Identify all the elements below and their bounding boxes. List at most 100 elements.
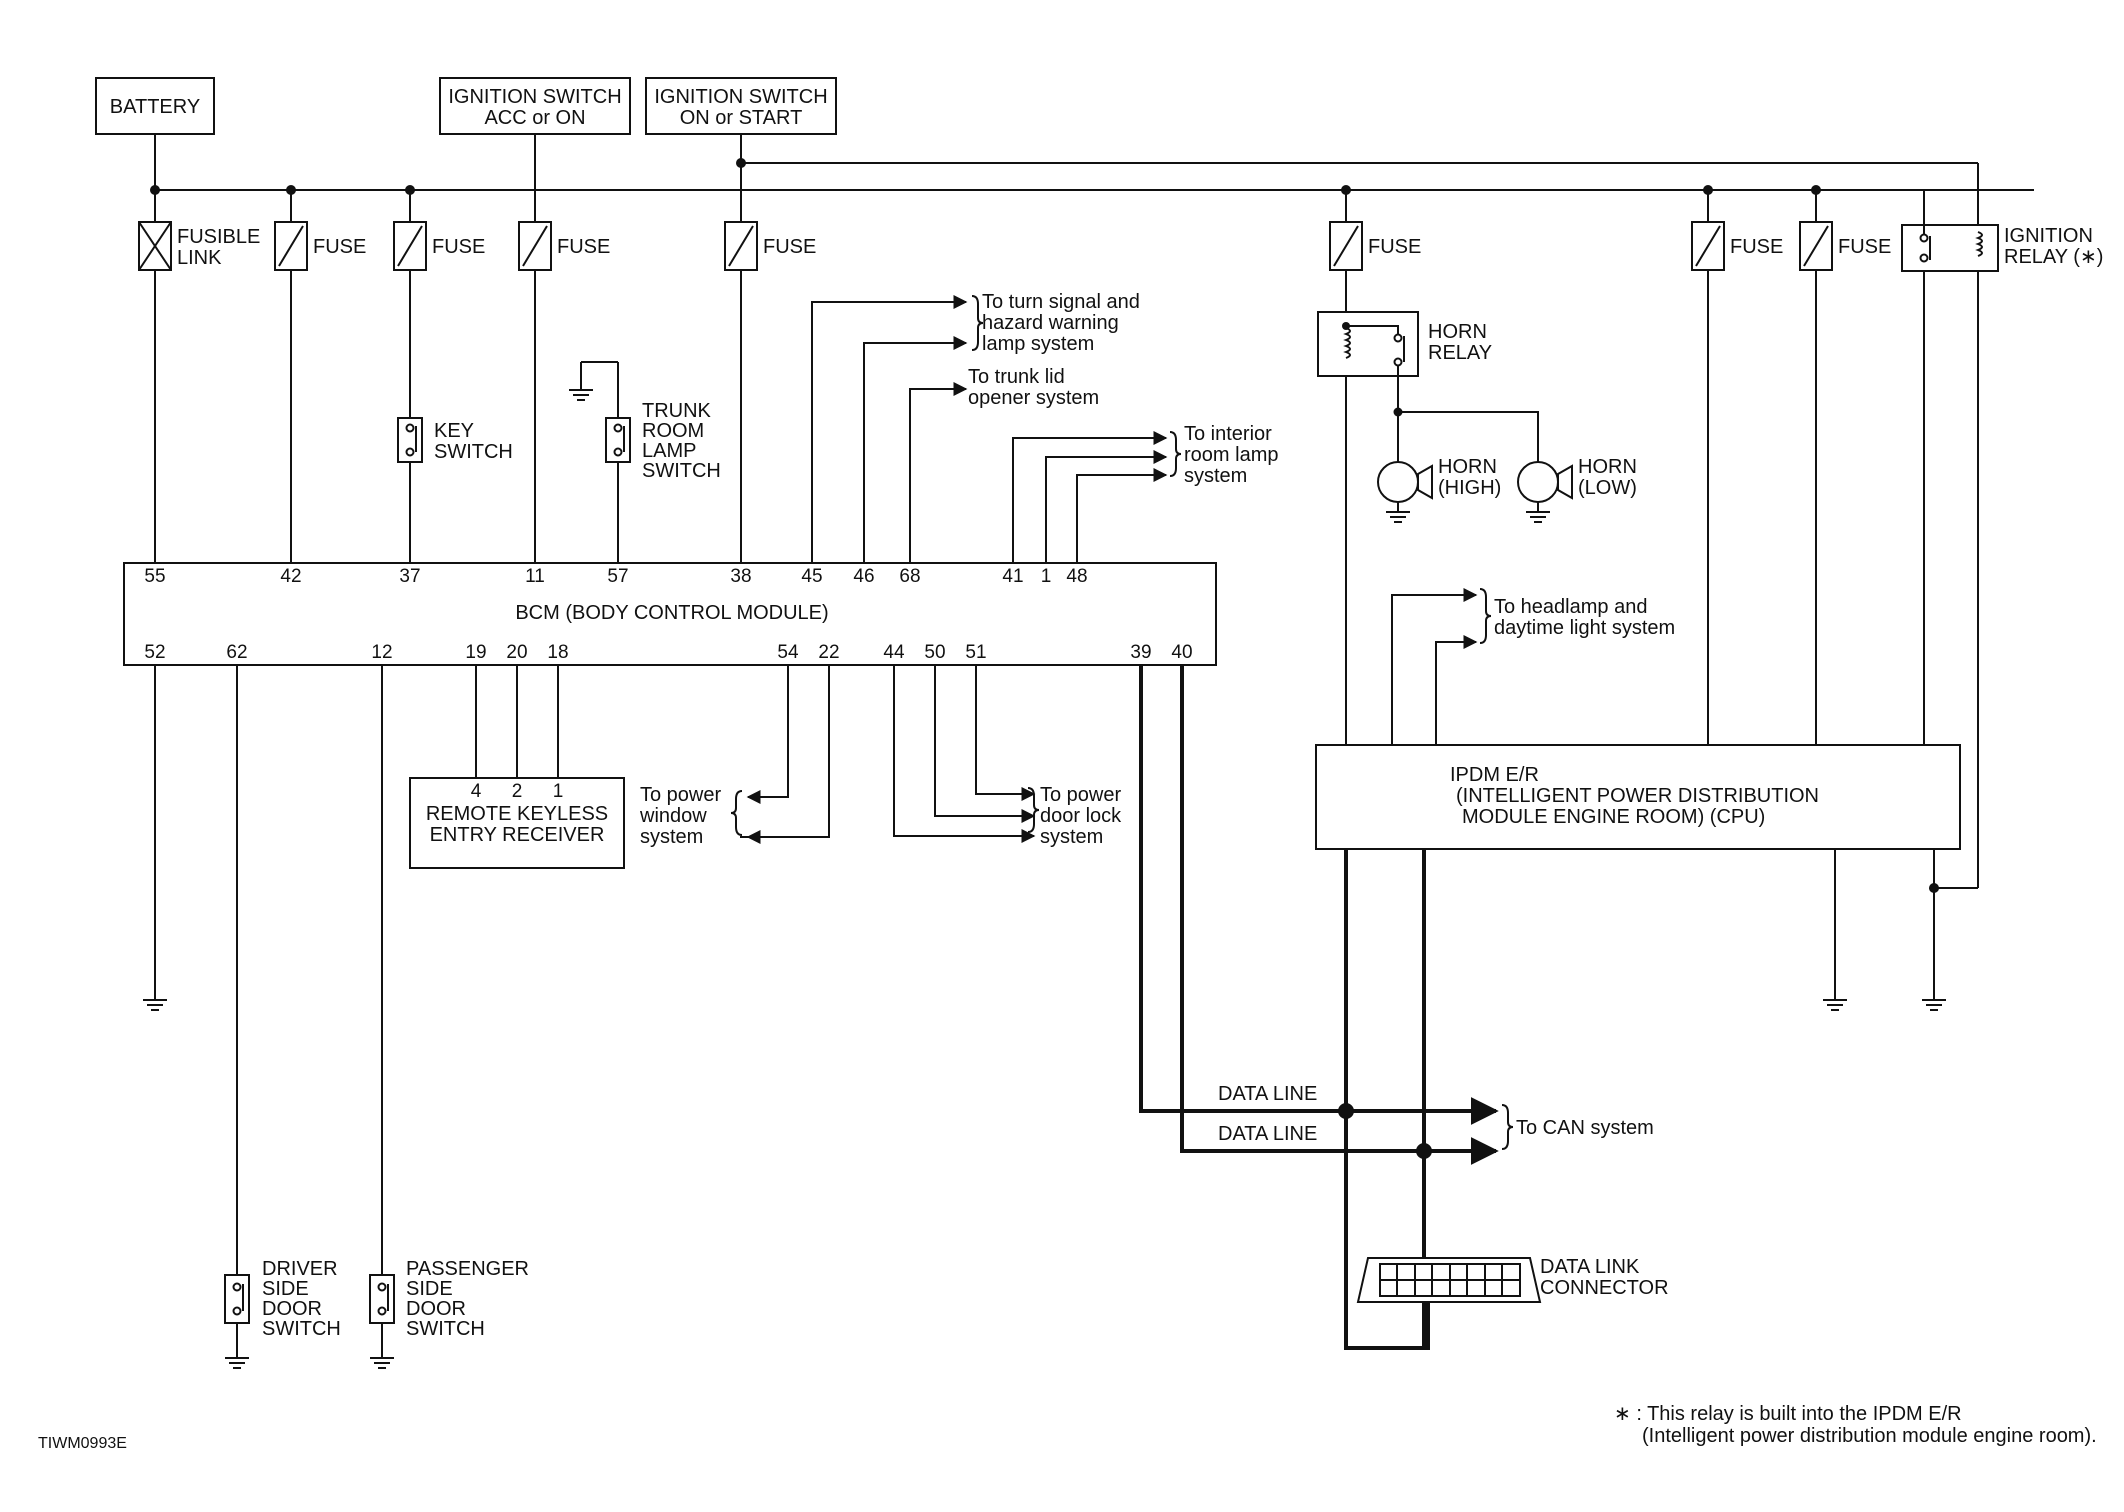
ipdm-label-2: (INTELLIGENT POWER DISTRIBUTION — [1456, 785, 1819, 807]
fuse-label: FUSE — [557, 236, 610, 258]
power-door-lock-wires: To power door lock system — [893, 665, 1122, 848]
data-link-connector: DATA LINK CONNECTOR — [1356, 1256, 1669, 1303]
bcm-pin-top: 41 — [1002, 566, 1023, 587]
power-window-wires: To power window system — [639, 665, 830, 848]
driver-switch-label-4: SWITCH — [262, 1318, 341, 1340]
ign-on-label-1: IGNITION SWITCH — [654, 86, 827, 108]
bcm-pin-bottom: 18 — [547, 642, 568, 663]
ignition-on-bus — [736, 134, 1979, 888]
data-line-label-2: DATA LINE — [1218, 1123, 1317, 1145]
interior-lamp-wires: To interior room lamp system — [1012, 423, 1278, 563]
fuse-label: FUSE — [1730, 236, 1783, 258]
can-dest: To CAN system — [1516, 1117, 1654, 1139]
doorlock-dest-1: To power — [1040, 784, 1121, 806]
driver-switch-label-2: SIDE — [262, 1278, 309, 1300]
trunk-switch-label-3: LAMP — [642, 440, 696, 462]
ipdm-label-1: IPDM E/R — [1450, 764, 1539, 786]
fuse-label: FUSE — [313, 236, 366, 258]
horn-relay-label-1: HORN — [1428, 321, 1487, 343]
pass-switch-label-2: SIDE — [406, 1278, 453, 1300]
headlamp-wires: To headlamp and daytime light system — [1391, 588, 1675, 745]
doorlock-dest-2: door lock — [1040, 805, 1122, 827]
fuse-ipdm-1: FUSE — [1691, 190, 1783, 271]
trunk-switch-label-4: SWITCH — [642, 460, 721, 482]
window-dest-1: To power — [640, 784, 721, 806]
trunk-switch-label-1: TRUNK — [642, 400, 712, 422]
trunk-opener-wire: To trunk lid opener system — [909, 366, 1099, 563]
ipdm-grounds — [1823, 849, 1978, 1011]
ignition-relay-label-2: RELAY (∗) — [2004, 246, 2103, 268]
fuse-pin-37: FUSE — [393, 190, 485, 271]
key-switch-label-1: KEY — [434, 420, 474, 442]
window-dest-3: system — [640, 826, 703, 848]
footnote-line-2: (Intelligent power distribution module e… — [1642, 1425, 2097, 1447]
bcm-pin-top: 55 — [144, 566, 165, 587]
horn-relay-label-2: RELAY — [1428, 342, 1492, 364]
bcm-pin-bottom: 39 — [1130, 642, 1151, 663]
driver-switch-label-3: DOOR — [262, 1298, 322, 1320]
battery-label: BATTERY — [110, 96, 200, 118]
fuse-label: FUSE — [1838, 236, 1891, 258]
receiver-pin: 1 — [553, 781, 564, 802]
bcm-pin-bottom: 52 — [144, 642, 165, 663]
bcm-pin-top: 37 — [399, 566, 420, 587]
horn-low-label-1: HORN — [1578, 456, 1637, 478]
bcm-pin-top: 68 — [899, 566, 920, 587]
bcm-pin-bottom: 20 — [506, 642, 527, 663]
fusible-link: FUSIBLE LINK — [138, 190, 260, 271]
trunk-room-lamp-switch: TRUNK ROOM LAMP SWITCH — [569, 361, 721, 563]
data-line-label-1: DATA LINE — [1218, 1083, 1317, 1105]
figure-code: TIWM0993E — [38, 1435, 127, 1452]
battery-source: BATTERY — [95, 77, 215, 135]
connector-label-2: CONNECTOR — [1540, 1277, 1669, 1299]
fusible-link-label-2: LINK — [177, 247, 222, 269]
footnote-line-1: ∗ : This relay is built into the IPDM E/… — [1614, 1403, 1962, 1425]
headlamp-dest-2: daytime light system — [1494, 617, 1675, 639]
horn-high-label-2: (HIGH) — [1438, 477, 1501, 499]
bcm-title: BCM (BODY CONTROL MODULE) — [515, 602, 828, 624]
ipdm-module: IPDM E/R (INTELLIGENT POWER DISTRIBUTION… — [1315, 744, 1961, 850]
key-switch: KEY SWITCH — [397, 417, 513, 463]
bcm-pin-top: 11 — [525, 566, 545, 587]
ign-acc-label-1: IGNITION SWITCH — [448, 86, 621, 108]
window-dest-2: window — [639, 805, 707, 827]
can-data-lines: DATA LINE DATA LINE To CAN system — [1139, 665, 1654, 1350]
pass-switch-label-1: PASSENGER — [406, 1258, 529, 1280]
turn-signal-wires: To turn signal and hazard warning lamp s… — [811, 291, 1140, 563]
fuse-ipdm-2: FUSE — [1799, 190, 1891, 271]
receiver-pin: 2 — [512, 781, 523, 802]
battery-bus — [150, 134, 2034, 225]
trunk-dest-1: To trunk lid — [968, 366, 1065, 388]
bcm-pin-bottom: 54 — [777, 642, 799, 663]
receiver-pin: 4 — [471, 781, 482, 802]
fuse-pin-38: FUSE — [724, 221, 816, 271]
turn-dest-1: To turn signal and — [982, 291, 1140, 313]
horn-low-label-2: (LOW) — [1578, 477, 1637, 499]
doorlock-dest-3: system — [1040, 826, 1103, 848]
bcm-pin-bottom: 51 — [965, 642, 986, 663]
bcm-pin-top: 45 — [801, 566, 822, 587]
turn-dest-3: lamp system — [982, 333, 1094, 355]
interior-dest-3: system — [1184, 465, 1247, 487]
ground-pin-52 — [143, 665, 167, 1011]
key-switch-label-2: SWITCH — [434, 441, 513, 463]
ign-acc-label-2: ACC or ON — [484, 107, 585, 129]
horn-low: HORN (LOW) — [1517, 456, 1637, 523]
bcm-pin-bottom: 19 — [465, 642, 486, 663]
fuse-pin-11: FUSE — [518, 221, 610, 271]
bcm-pin-bottom: 50 — [924, 642, 945, 663]
bcm-pin-top: 1 — [1041, 566, 1052, 587]
driver-door-switch: DRIVER SIDE DOOR SWITCH — [224, 665, 341, 1369]
ignition-relay-label-1: IGNITION — [2004, 225, 2093, 247]
ignition-switch-acc: IGNITION SWITCH ACC or ON — [439, 77, 631, 135]
bcm-pin-bottom: 44 — [883, 642, 905, 663]
driver-switch-label-1: DRIVER — [262, 1258, 338, 1280]
interior-dest-2: room lamp — [1184, 444, 1278, 466]
connector-label-1: DATA LINK — [1540, 1256, 1640, 1278]
headlamp-dest-1: To headlamp and — [1494, 596, 1647, 618]
receiver-label-2: ENTRY RECEIVER — [430, 824, 605, 846]
horn-relay: HORN RELAY — [1317, 270, 1492, 412]
ipdm-label-3: MODULE ENGINE ROOM) (CPU) — [1462, 806, 1765, 828]
fuse-pin-42: FUSE — [274, 190, 366, 271]
